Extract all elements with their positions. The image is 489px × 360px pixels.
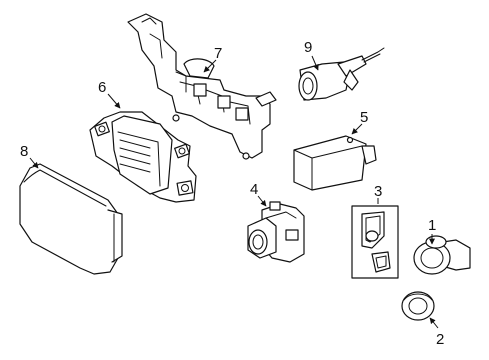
leader-2 [429,317,439,329]
leader-8 [29,157,39,169]
retainer-ring [401,291,435,321]
temperature-sensor [298,47,385,101]
callout-labels: 1 2 3 4 5 6 7 8 9 [20,39,444,348]
leader-4 [257,195,267,207]
callout-1: 1 [428,217,436,234]
control-module [89,111,197,203]
leader-6 [107,93,121,109]
leader-7 [203,59,217,73]
module-box [293,135,377,191]
callout-8: 8 [20,143,28,160]
mounting-bracket [127,13,277,160]
leader-lines [29,55,439,329]
callout-9: 9 [304,39,312,56]
callout-7: 7 [214,45,222,62]
radar-cover [19,163,123,275]
callout-6: 6 [98,79,106,96]
leader-9 [311,55,319,71]
parking-sensor [413,235,471,275]
callout-2: 2 [436,331,444,348]
callout-5: 5 [360,109,368,126]
retainer-kit [351,205,399,279]
callout-4: 4 [250,181,258,198]
leader-5 [351,123,363,135]
callout-3: 3 [374,183,382,200]
parking-camera [247,201,305,263]
